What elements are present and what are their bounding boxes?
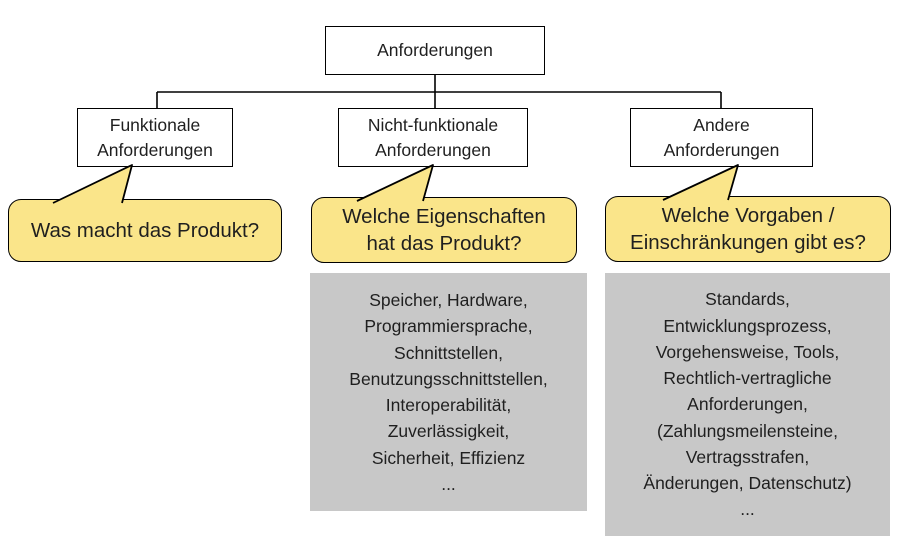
text-line: Vorgehensweise, Tools, bbox=[655, 341, 840, 362]
text-line: ... bbox=[441, 473, 456, 494]
callout-andere-question: Welche Vorgaben / Einschränkungen gibt es… bbox=[605, 196, 891, 262]
node-label: Anforderungen bbox=[377, 40, 493, 61]
text-line: Anforderungen bbox=[375, 139, 491, 160]
examples-nicht-funktionale: Speicher, Hardware, Programmiersprache, Sc… bbox=[310, 273, 587, 511]
text-line: Programmiersprache, bbox=[364, 316, 533, 337]
text-line: Anforderungen bbox=[663, 139, 780, 160]
callout-tail-3 bbox=[662, 164, 739, 201]
callout-tail-2 bbox=[356, 164, 434, 202]
text-line: Nicht-funktionale bbox=[367, 115, 499, 136]
text-line: Änderungen, Datenschutz) bbox=[643, 473, 852, 494]
text-line: Anforderungen bbox=[97, 139, 213, 160]
text-line: Schnittstellen, bbox=[394, 342, 503, 363]
node-anforderungen: Anforderungen bbox=[325, 26, 545, 75]
text-line: Rechtlich-vertragliche bbox=[663, 368, 832, 389]
text-line: Was macht das Produkt? bbox=[30, 218, 260, 242]
examples-andere: Standards, Entwicklungsprozess, Vorgehensw… bbox=[605, 273, 890, 536]
text-line: Speicher, Hardware, bbox=[369, 290, 528, 310]
text-line: hat das Produkt? bbox=[366, 232, 522, 255]
text-line: Vertragsstrafen, bbox=[685, 446, 810, 467]
callout-funktionale-question: Was macht das Produkt? bbox=[8, 199, 282, 262]
text-line: Interoperabilität, bbox=[385, 395, 512, 415]
text-line: Funktionale bbox=[109, 115, 201, 136]
text-line: (Zahlungsmeilensteine, bbox=[657, 420, 838, 441]
callout-tail-1 bbox=[52, 164, 133, 204]
text-line: ... bbox=[740, 499, 755, 520]
text-line: Welche Eigenschaften bbox=[342, 204, 546, 228]
callout-nicht-funktionale-question: Welche Eigenschaften hat das Produkt? bbox=[311, 197, 577, 263]
text-line: Einschränkungen gibt es? bbox=[630, 231, 866, 254]
text-line: Anforderungen, bbox=[687, 394, 808, 415]
text-line: Welche Vorgaben / bbox=[661, 203, 835, 227]
text-line: Benutzungsschnittstellen, bbox=[349, 368, 548, 389]
text-line: Sicherheit, Effizienz bbox=[371, 447, 526, 468]
text-line: Andere bbox=[693, 115, 750, 136]
text-line: Zuverlässigkeit, bbox=[387, 421, 510, 442]
text-line: Entwicklungsprozess, bbox=[663, 315, 832, 336]
text-line: Standards, bbox=[705, 289, 790, 310]
